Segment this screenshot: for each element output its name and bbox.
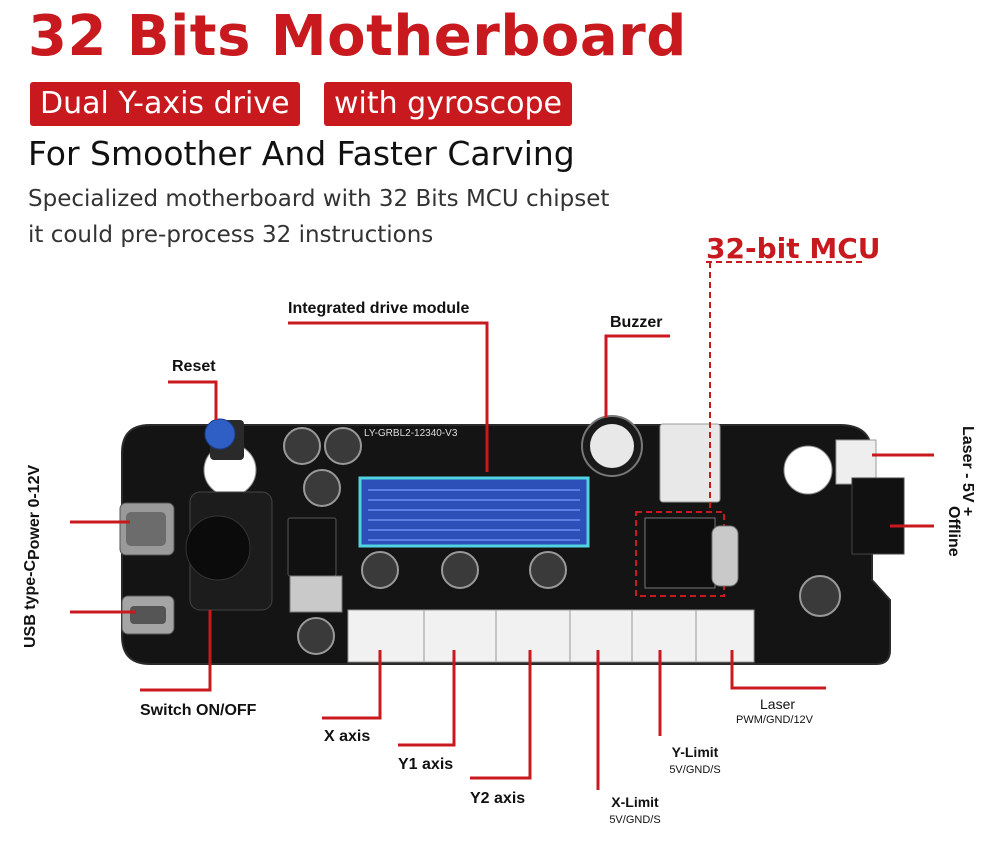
- voltage-regulator: [287, 517, 337, 577]
- label-x-limit: X-Limit: [611, 794, 659, 810]
- label-y-limit-pins: 5V/GND/S: [669, 764, 721, 776]
- label-32bit-mcu: 32-bit MCU: [706, 232, 881, 265]
- capacitors: [283, 427, 841, 655]
- label-switch: Switch ON/OFF: [140, 702, 257, 719]
- label-laser-pins: PWM/GND/12V: [736, 714, 814, 726]
- subtitle: For Smoother And Faster Carving: [28, 134, 575, 173]
- badge-gyroscope: with gyroscope: [324, 82, 572, 126]
- label-buzzer: Buzzer: [610, 314, 663, 331]
- label-offline: Offline: [945, 506, 962, 557]
- label-integrated-drive: Integrated drive module: [288, 300, 470, 317]
- label-laser: Laser: [760, 696, 796, 712]
- label-x-limit-pins: 5V/GND/S: [609, 814, 661, 826]
- label-y-limit: Y-Limit: [671, 744, 719, 760]
- laser-side-connector: [835, 439, 877, 485]
- label-laser-side: Laser - 5V +: [959, 426, 976, 517]
- leader-lines: [70, 321, 934, 790]
- label-usb: USB type-C: [22, 559, 39, 648]
- label-reset: Reset: [172, 358, 216, 375]
- label-y1-axis: Y1 axis: [398, 756, 454, 773]
- offline-connector: [851, 477, 905, 555]
- heatsink: [358, 476, 590, 548]
- reset-button: [204, 418, 236, 450]
- mcu-chip: [644, 517, 716, 589]
- switch-knob: [185, 515, 251, 581]
- terminal-connectors: [347, 609, 755, 663]
- page-title: 32 Bits Motherboard: [28, 4, 687, 69]
- label-y2-axis: Y2 axis: [470, 790, 526, 807]
- module: [659, 423, 721, 503]
- badge-dual-y: Dual Y-axis drive: [30, 82, 300, 126]
- label-x-axis: X axis: [324, 728, 371, 745]
- mount-hole: [783, 445, 833, 495]
- board-model: LY-GRBL2-12340-V3: [364, 428, 458, 439]
- description-line-2: it could pre-process 32 instructions: [28, 222, 434, 248]
- label-power: Power 0-12V: [26, 464, 43, 560]
- description-line-1: Specialized motherboard with 32 Bits MCU…: [28, 186, 610, 212]
